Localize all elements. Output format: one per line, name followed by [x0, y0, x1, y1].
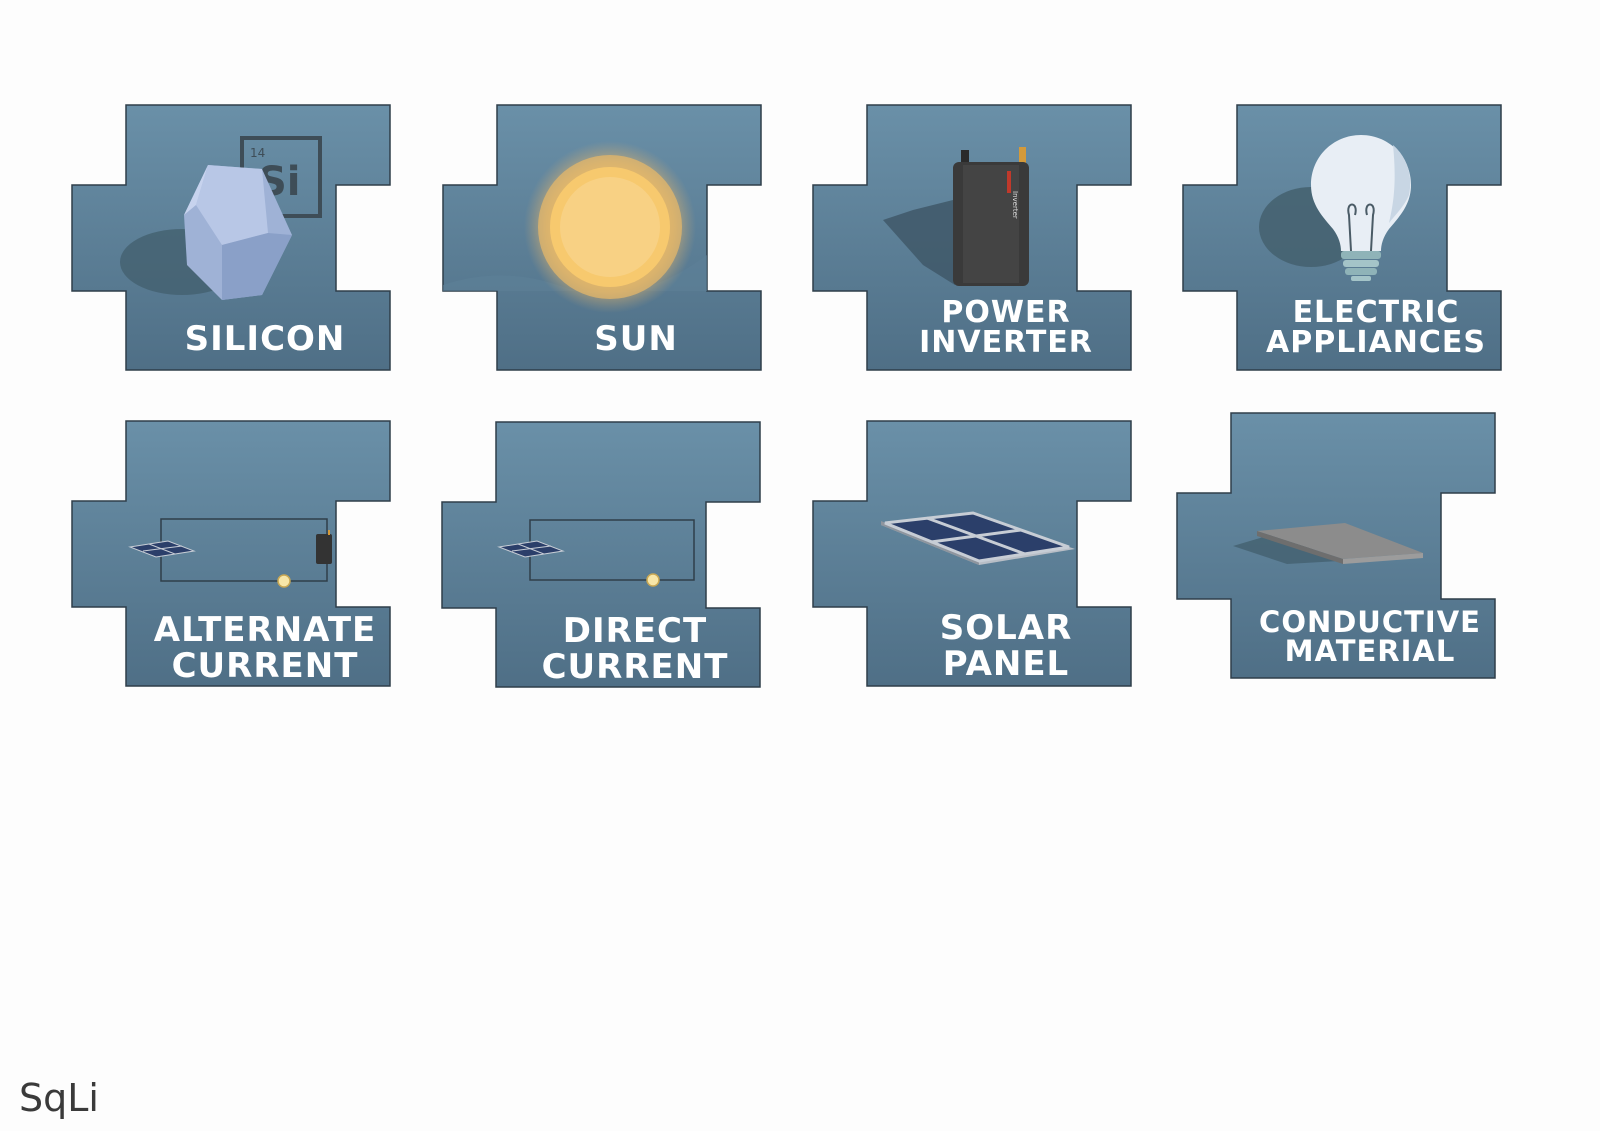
light-bulb-icon — [1259, 135, 1411, 281]
tile-label: POWER INVERTER — [919, 295, 1093, 360]
silicon-crystal-icon: 14 Si — [120, 136, 322, 300]
tile-label: DIRECT CURRENT — [541, 611, 729, 687]
element-number: 14 — [250, 146, 265, 160]
puzzle-tile-shape — [71, 420, 391, 687]
tile-sun[interactable]: SUN — [442, 104, 773, 380]
tile-alternate-current[interactable]: ALTERNATE CURRENT — [71, 420, 402, 696]
tile-label: ALTERNATE CURRENT — [153, 610, 377, 686]
tile-label: SILICON — [184, 319, 346, 359]
ac-circuit-icon — [128, 518, 332, 588]
power-inverter-icon: Inverter — [883, 147, 1029, 286]
sun-icon — [443, 141, 707, 313]
tile-electric-appliances[interactable]: ELECTRIC APPLIANCES — [1182, 104, 1513, 380]
tile-label: ELECTRIC APPLIANCES — [1266, 295, 1486, 360]
tile-solar-panel[interactable]: SOLAR PANEL — [812, 420, 1143, 696]
brand-logo-text: SqLi — [19, 1076, 99, 1120]
tile-power-inverter[interactable]: Inverter POWER INVERTER — [812, 104, 1143, 380]
tile-label: CONDUCTIVE MATERIAL — [1259, 605, 1481, 668]
solar-panel-icon — [881, 511, 1075, 565]
inverter-device-text: Inverter — [1011, 191, 1019, 219]
puzzle-tile-shape — [441, 421, 761, 688]
tile-label: SUN — [594, 319, 678, 359]
tile-conductive-material[interactable]: CONDUCTIVE MATERIAL — [1176, 412, 1507, 688]
tile-direct-current[interactable]: DIRECT CURRENT — [441, 421, 772, 697]
dc-circuit-icon — [497, 519, 695, 587]
tile-label: SOLAR PANEL — [939, 608, 1073, 684]
conductive-plate-icon — [1233, 523, 1423, 564]
tile-silicon[interactable]: 14 Si SILICON — [71, 104, 402, 380]
